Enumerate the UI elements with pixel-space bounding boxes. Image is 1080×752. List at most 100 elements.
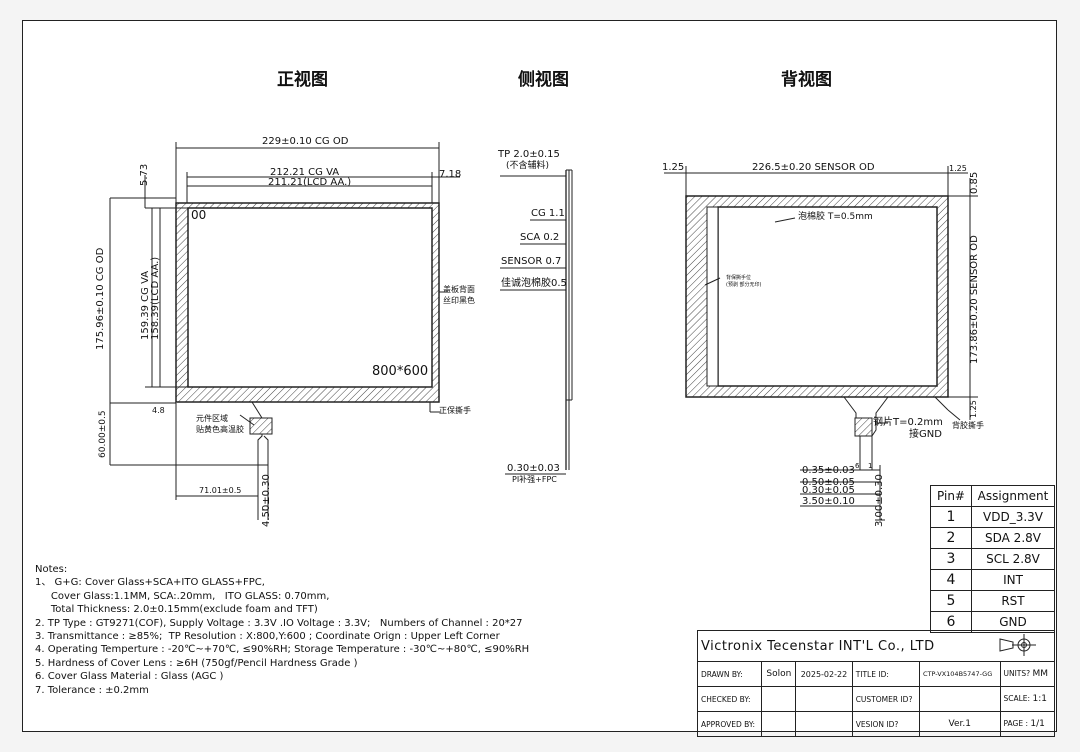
table-row: 5 RST [930,590,1055,612]
back-left-gap: 1.25 [662,162,685,173]
side-view-title: 侧视图 [518,70,569,90]
front-top-offset: 5.73 [139,163,150,186]
back-inner-area [717,206,938,387]
side-view [500,169,573,475]
note-line: 2. TP Type : GT9271(COF), Supply Voltage… [35,617,523,629]
page-label: PAGE : [1003,719,1029,728]
scale-label: SCALE: [1003,694,1031,703]
table-row: 3 SCL 2.8V [930,548,1055,570]
pin-assignment: SCL 2.8V [971,548,1055,570]
note-line: 3. Transmittance : ≥85%; TP Resolution :… [35,631,500,643]
front-components-2: 贴黄色高温胶 [196,425,244,434]
pin-assignment-table: Pin# Assignment 1 VDD_3.3V 2 SDA 2.8V 3 … [930,485,1055,633]
front-resolution: 800*600 [372,364,429,379]
checked-date-value [795,686,853,712]
front-active-area [187,207,433,388]
scale-cell: SCALE: 1:1 [999,686,1055,712]
pin-assignment: RST [971,590,1055,612]
page-cell: PAGE : 1/1 [999,711,1055,737]
title-block: Victronix Tecenstar INT'L Co., LTD DRAWN… [696,630,1055,737]
pin-number: 4 [930,569,972,591]
approved-date-value [795,711,853,737]
title-id-label: TITLE ID: [851,661,921,687]
drawn-by-value: Solon [761,661,797,687]
note-line: 4. Operating Temperture : -20℃~+70℃, ≤90… [35,644,530,656]
pin-assignment: SDA 2.8V [971,527,1055,549]
back-top-gap: 0.85 [969,171,980,194]
units-value: MM [1032,669,1049,679]
front-cg-od-height: 175.96±0.10 CG OD [95,247,106,350]
units-label: UNITS? [1003,669,1031,678]
title-id-value: CTP-VX104B5747-GG [919,661,1001,687]
table-row: 4 INT [930,569,1055,591]
front-origin: 00 [191,208,207,222]
front-tape-label: 正保撕手 [439,406,471,415]
assignment-header: Assignment [971,485,1055,507]
front-lcd-aa-width: 211.21(LCD AA.) [268,177,352,188]
back-dim-1: 0.35±0.03 [802,465,855,476]
table-row: Victronix Tecenstar INT'L Co., LTD [697,630,1055,662]
side-tp-thickness: TP 2.0±0.15 [498,149,560,160]
back-pin1: 1 [868,462,873,470]
back-sensor-od-width: 226.5±0.20 SENSOR OD [752,162,875,173]
front-fpc-offset: 71.01±0.5 [199,486,242,495]
front-cg-od-width: 229±0.10 CG OD [262,136,349,147]
back-tape-1: 背保撕手位 [726,275,752,281]
back-right-gap: 1.25 [949,164,967,173]
notes-block: Notes: 1、 G+G: Cover Glass+SCA+ITO GLASS… [35,563,529,697]
side-foam: 佳诚泡棉胶0.5 [501,278,567,289]
back-pin6: 6 [855,462,860,470]
table-row: 1 VDD_3.3V [930,506,1055,528]
version-id-label: VESION ID? [851,711,921,737]
table-row: CHECKED BY: CUSTOMER ID? SCALE: 1:1 [696,686,1055,712]
side-pi: 0.30±0.03 [507,463,560,474]
table-row: Pin# Assignment [930,485,1055,507]
approved-by-value [761,711,797,737]
back-foam: 泡棉胶 T=0.5mm [798,212,873,222]
pin-number: 1 [930,506,972,528]
checked-by-value [761,686,797,712]
note-line: 6. Cover Glass Material : Glass (AGC ) [35,671,224,683]
front-cg-va-width: 212.21 CG VA [270,167,340,178]
pin-assignment: GND [971,611,1055,633]
front-black-ink-2: 丝印黑色 [443,296,475,305]
note-line: 5. Hardness of Cover Lens : ≥6H (750gf/P… [35,657,358,669]
table-row: 2 SDA 2.8V [930,527,1055,549]
back-view-title: 背视图 [781,70,832,90]
pin-number: 3 [930,548,972,570]
side-pi-note: PI补强+FPC [512,475,557,484]
pin-assignment: VDD_3.3V [971,506,1055,528]
note-line: 1、 G+G: Cover Glass+SCA+ITO GLASS+FPC, [35,577,265,589]
customer-id-label: CUSTOMER ID? [851,686,921,712]
front-fpc-connector [249,417,273,435]
back-back-tape: 背胶撕手 [952,421,984,430]
back-dim-3: 0.30±0.05 [802,485,855,496]
back-view [664,166,978,521]
note-line: 7. Tolerance : ±0.2mm [35,684,149,696]
checked-by-label: CHECKED BY: [696,686,763,712]
back-tape-area [706,206,719,387]
front-fpc-length: 60.00±0.5 [98,410,108,458]
front-fpc-width: 4.50±0.30 [261,474,272,527]
customer-id-value [919,686,1001,712]
side-tp-note: (不含辅料) [506,161,550,171]
front-components-1: 元件区域 [196,414,228,423]
front-lcd-aa-height: 158.39(LCD AA.) [150,256,161,340]
front-view [109,142,460,520]
pin-number: 5 [930,590,972,612]
version-value: Ver.1 [919,711,1001,737]
page-value: 1/1 [1030,719,1045,729]
pin-assignment: INT [971,569,1055,591]
front-view-title: 正视图 [277,70,328,90]
scale-value: 1:1 [1032,694,1047,704]
back-tape-2: (预剥 部分无印) [726,282,762,288]
note-line: Cover Glass:1.1MM, SCA:.20mm, ITO GLASS:… [35,590,330,602]
front-black-ink-1: 盖板背面 [443,285,475,294]
notes-title: Notes: [35,564,68,575]
pin-number: 2 [930,527,972,549]
table-row: 6 GND [930,611,1055,633]
back-dim-4: 3.50±0.10 [802,496,855,507]
front-small-dim: 4.8 [152,406,165,415]
side-sca: SCA 0.2 [520,232,560,243]
